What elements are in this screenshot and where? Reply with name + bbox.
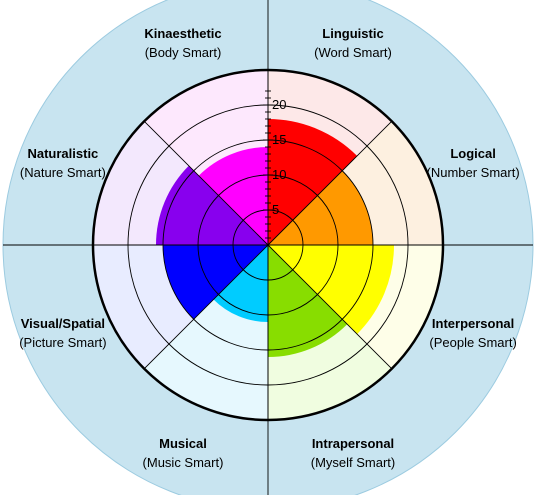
category-subtitle: (Nature Smart)	[20, 165, 106, 180]
category-labels: Linguistic (Word Smart) Logical (Number Sma…	[19, 26, 519, 470]
wedge-intrapersonal	[268, 245, 348, 357]
data-wedges	[156, 118, 394, 357]
wedge-interpersonal	[268, 245, 394, 335]
category-label-interpersonal: Interpersonal (People Smart)	[429, 316, 516, 350]
category-subtitle: (Word Smart)	[314, 45, 392, 60]
category-label-intrapersonal: Intrapersonal (Myself Smart)	[311, 436, 396, 470]
wedge-naturalistic	[156, 165, 268, 245]
category-name: Kinaesthetic	[144, 26, 221, 41]
tick-label-5: 5	[272, 202, 279, 217]
tick-label-20: 20	[272, 97, 286, 112]
category-subtitle: (Number Smart)	[427, 165, 520, 180]
category-name: Naturalistic	[27, 146, 98, 161]
chart-boundary	[91, 68, 445, 422]
category-label-musical: Musical (Music Smart)	[143, 436, 224, 470]
category-name: Logical	[450, 146, 496, 161]
spoke-line	[267, 244, 393, 370]
category-label-visual-spatial: Visual/Spatial (Picture Smart)	[19, 316, 106, 350]
category-name: Intrapersonal	[312, 436, 394, 451]
category-subtitle: (Picture Smart)	[19, 335, 106, 350]
wedge-logical	[268, 170, 373, 245]
category-name: Visual/Spatial	[21, 316, 105, 331]
wedge-visual-spatial	[163, 245, 268, 320]
spoke-line	[267, 120, 393, 246]
category-label-kinaesthetic: Kinaesthetic (Body Smart)	[144, 26, 221, 60]
wedge-linguistic	[268, 118, 358, 245]
category-subtitle: (Myself Smart)	[311, 455, 396, 470]
spoke-line	[143, 244, 269, 370]
category-subtitle: (People Smart)	[429, 335, 516, 350]
category-subtitle: (Body Smart)	[145, 45, 222, 60]
tick-marks: 5 10 15 20	[263, 90, 286, 239]
category-name: Musical	[159, 436, 207, 451]
tick-label-10: 10	[272, 167, 286, 182]
tick-label-15: 15	[272, 132, 286, 147]
category-label-naturalistic: Naturalistic (Nature Smart)	[20, 146, 106, 180]
wedge-kinaesthetic	[198, 147, 268, 245]
category-label-linguistic: Linguistic (Word Smart)	[314, 26, 392, 60]
category-name: Linguistic	[322, 26, 383, 41]
category-subtitle: (Music Smart)	[143, 455, 224, 470]
spoke-line	[143, 120, 269, 246]
category-name: Interpersonal	[432, 316, 514, 331]
wedge-musical	[213, 245, 268, 322]
category-label-logical: Logical (Number Smart)	[427, 146, 520, 180]
